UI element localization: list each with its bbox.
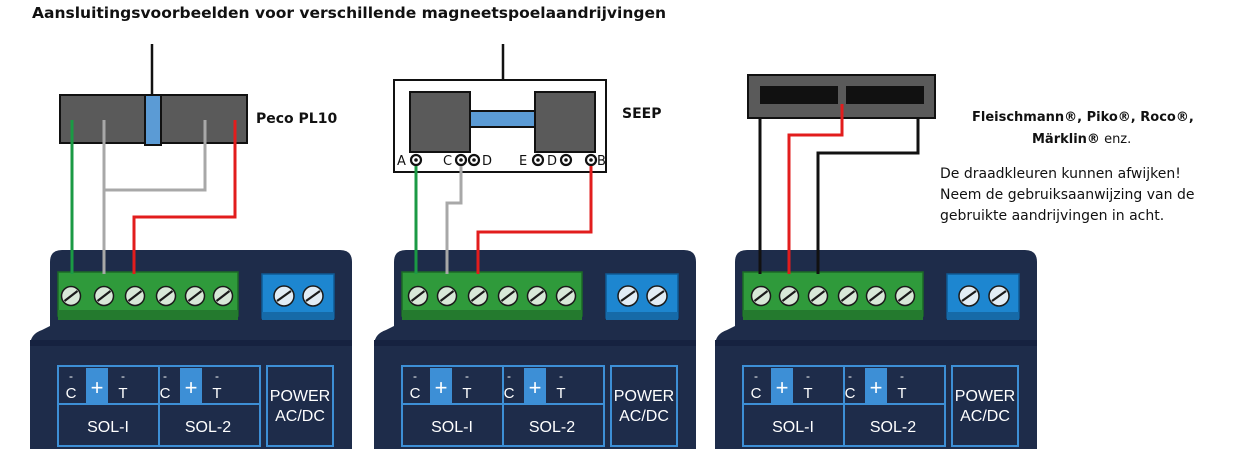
terminal-label-e: E bbox=[519, 154, 527, 169]
minus-sign: - bbox=[900, 369, 904, 383]
terminal-label-d2: D bbox=[547, 154, 557, 169]
sol2-label-c: C bbox=[504, 385, 515, 402]
wire-grey bbox=[445, 166, 463, 274]
sol2-label-c: C bbox=[845, 385, 856, 402]
terminal-label-b: B bbox=[597, 154, 606, 169]
minus-sign: - bbox=[121, 369, 125, 383]
sol2-name: SOL-2 bbox=[870, 419, 916, 436]
wire-red bbox=[787, 104, 844, 274]
minus-sign: - bbox=[413, 369, 417, 383]
terminal-label-d1: D bbox=[482, 154, 492, 169]
sol1-label-t: T bbox=[118, 385, 127, 402]
fleischmann-label-line2: Märklin® enz. bbox=[1032, 132, 1131, 147]
wire-red bbox=[132, 120, 237, 274]
sol2-label-c: C bbox=[160, 385, 171, 402]
sol1-label-plus: + bbox=[776, 375, 789, 400]
sol2-label-plus: + bbox=[870, 375, 883, 400]
seep-label: SEEP bbox=[622, 106, 661, 122]
board-label-group: - - - - C + T C + T SOL-I SOL-2 POWER AC/DC bbox=[751, 369, 1016, 436]
sol2-label-t: T bbox=[556, 385, 565, 402]
peco-label: Peco PL10 bbox=[256, 111, 337, 127]
power-label: POWER bbox=[614, 388, 674, 405]
board-label-group: - - - - C + T C + T SOL-I SOL-2 POWER AC/DC bbox=[410, 369, 675, 436]
sol1-name: SOL-I bbox=[431, 419, 473, 436]
sol1-label-c: C bbox=[410, 385, 421, 402]
fleischmann-label-line1: Fleischmann®, Piko®, Roco®, bbox=[972, 110, 1194, 125]
power-label: POWER bbox=[955, 388, 1015, 405]
sol2-label-plus: + bbox=[529, 375, 542, 400]
note-line-3: gebruikte aandrijvingen in acht. bbox=[940, 208, 1164, 224]
panel-seep: SEEP A C D E D B bbox=[373, 44, 697, 449]
acdc-label: AC/DC bbox=[960, 408, 1010, 425]
sol1-name: SOL-I bbox=[772, 419, 814, 436]
terminal-label-a: A bbox=[397, 154, 406, 169]
minus-sign: - bbox=[559, 369, 563, 383]
sol2-name: SOL-2 bbox=[529, 419, 575, 436]
wire-red bbox=[476, 166, 593, 274]
minus-sign: - bbox=[806, 369, 810, 383]
sol2-label-t: T bbox=[897, 385, 906, 402]
seep-plunger bbox=[469, 110, 536, 128]
sol1-label-t: T bbox=[462, 385, 471, 402]
minus-sign: - bbox=[754, 369, 758, 383]
acdc-label: AC/DC bbox=[275, 408, 325, 425]
note-line-1: De draadkleuren kunnen afwijken! bbox=[940, 166, 1181, 182]
minus-sign: - bbox=[215, 369, 219, 383]
panel-fleischmann: Fleischmann®, Piko®, Roco®, Märklin® enz… bbox=[714, 74, 1194, 449]
sol2-name: SOL-2 bbox=[185, 419, 231, 436]
minus-sign: - bbox=[848, 369, 852, 383]
page-title: Aansluitingsvoorbeelden voor verschillen… bbox=[32, 4, 666, 22]
sol2-label-t: T bbox=[212, 385, 221, 402]
panel-peco: Peco PL10 bbox=[29, 44, 353, 449]
minus-sign: - bbox=[465, 369, 469, 383]
sol2-label-plus: + bbox=[185, 375, 198, 400]
terminal-label-c: C bbox=[443, 154, 452, 169]
sol1-label-plus: + bbox=[435, 375, 448, 400]
acdc-label: AC/DC bbox=[619, 408, 669, 425]
wire-grey bbox=[102, 120, 207, 192]
note-line-2: Neem de gebruiksaanwijzing van de bbox=[940, 187, 1194, 203]
minus-sign: - bbox=[163, 369, 167, 383]
sol1-label-c: C bbox=[751, 385, 762, 402]
sol1-label-c: C bbox=[66, 385, 77, 402]
minus-sign: - bbox=[69, 369, 73, 383]
sol1-label-plus: + bbox=[91, 375, 104, 400]
sol1-name: SOL-I bbox=[87, 419, 129, 436]
sol1-label-t: T bbox=[803, 385, 812, 402]
peco-plunger bbox=[144, 94, 162, 146]
power-label: POWER bbox=[270, 388, 330, 405]
board-label-group: - - - - C + T C + T SOL-I SOL-2 POWER AC/DC bbox=[66, 369, 331, 436]
minus-sign: - bbox=[507, 369, 511, 383]
wire-black-2 bbox=[816, 118, 920, 274]
